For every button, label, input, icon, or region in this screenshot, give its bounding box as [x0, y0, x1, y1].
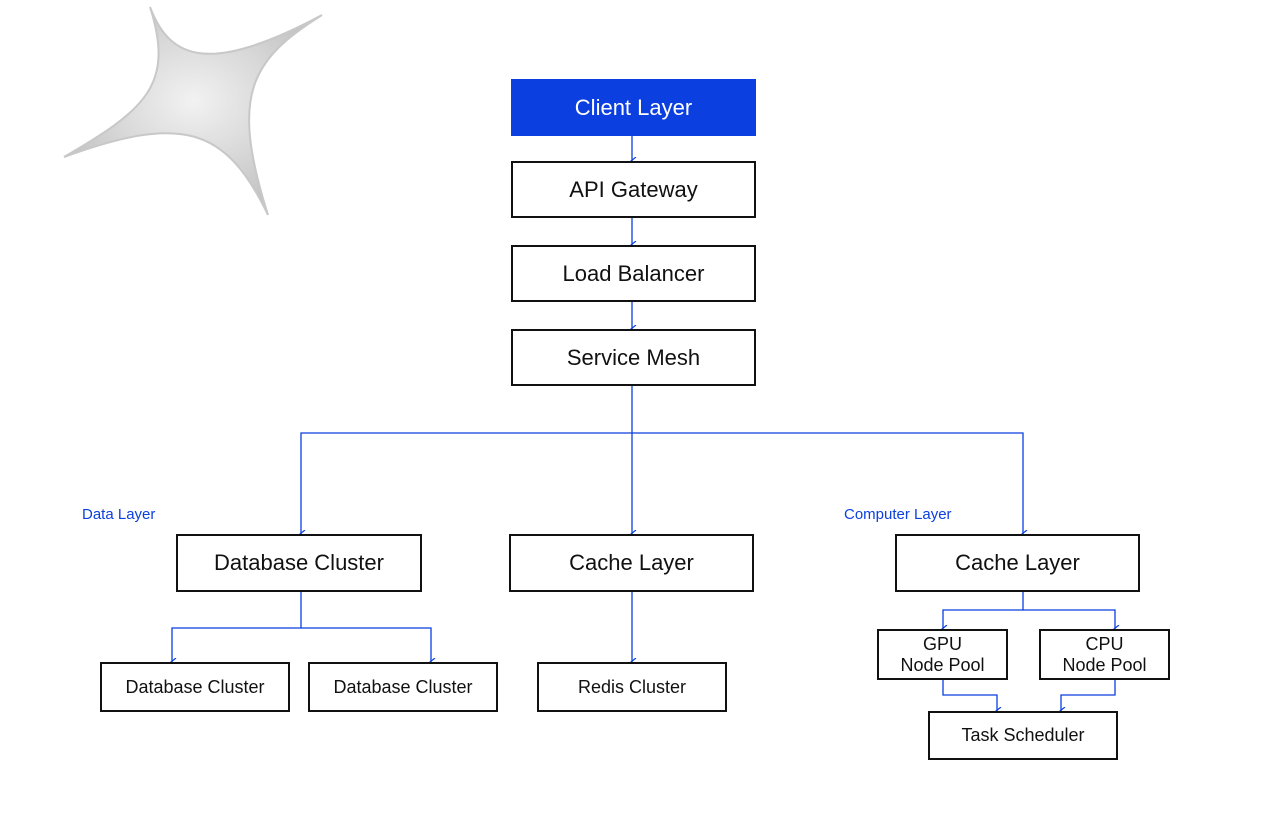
- database-cluster-label: Database Cluster: [214, 550, 384, 576]
- edge-db-replica-2: [301, 627, 431, 662]
- task-scheduler-node[interactable]: Task Scheduler: [928, 711, 1118, 760]
- cache-layer-data-label: Cache Layer: [569, 550, 694, 576]
- edge-db-replica-1: [172, 591, 302, 662]
- service-mesh-node[interactable]: Service Mesh: [511, 329, 756, 386]
- database-replica-node-1[interactable]: Database Cluster: [100, 662, 290, 712]
- four-point-star-icon: [63, 6, 323, 216]
- edge-cpu-scheduler: [1061, 679, 1116, 711]
- api-gateway-label: API Gateway: [569, 176, 698, 202]
- redis-cluster-node[interactable]: Redis Cluster: [537, 662, 727, 712]
- gpu-node-pool-node[interactable]: GPU Node Pool: [877, 629, 1008, 680]
- service-mesh-label: Service Mesh: [566, 344, 701, 370]
- database-replica-label-1: Database Cluster: [125, 676, 265, 697]
- api-gateway-node[interactable]: API Gateway: [511, 161, 756, 218]
- data-layer-label: Data Layer: [82, 506, 156, 523]
- database-replica-node-2[interactable]: Database Cluster: [308, 662, 498, 712]
- edge-gpu-scheduler: [942, 679, 997, 711]
- cache-layer-data-node[interactable]: Cache Layer: [509, 534, 754, 592]
- task-scheduler-label: Task Scheduler: [961, 725, 1085, 746]
- edge-mesh-compute: [632, 432, 1023, 534]
- load-balancer-node[interactable]: Load Balancer: [511, 245, 756, 302]
- edge-mesh-db: [301, 432, 632, 534]
- edge-compute-gpu: [943, 591, 1024, 629]
- cache-layer-compute-node[interactable]: Cache Layer: [895, 534, 1140, 592]
- redis-cluster-label: Redis Cluster: [577, 676, 687, 697]
- cpu-node-pool-label: CPU Node Pool: [1062, 633, 1147, 675]
- load-balancer-label: Load Balancer: [562, 260, 705, 286]
- cache-layer-compute-label: Cache Layer: [955, 550, 1080, 576]
- database-replica-label-2: Database Cluster: [333, 676, 473, 697]
- cpu-node-pool-node[interactable]: CPU Node Pool: [1039, 629, 1170, 680]
- client-layer-label: Client Layer: [574, 94, 693, 120]
- database-cluster-node[interactable]: Database Cluster: [176, 534, 422, 592]
- compute-layer-label: Computer Layer: [844, 506, 952, 523]
- edge-compute-cpu: [1023, 609, 1115, 629]
- gpu-node-pool-label: GPU Node Pool: [900, 633, 985, 675]
- client-layer-node[interactable]: Client Layer: [511, 79, 756, 136]
